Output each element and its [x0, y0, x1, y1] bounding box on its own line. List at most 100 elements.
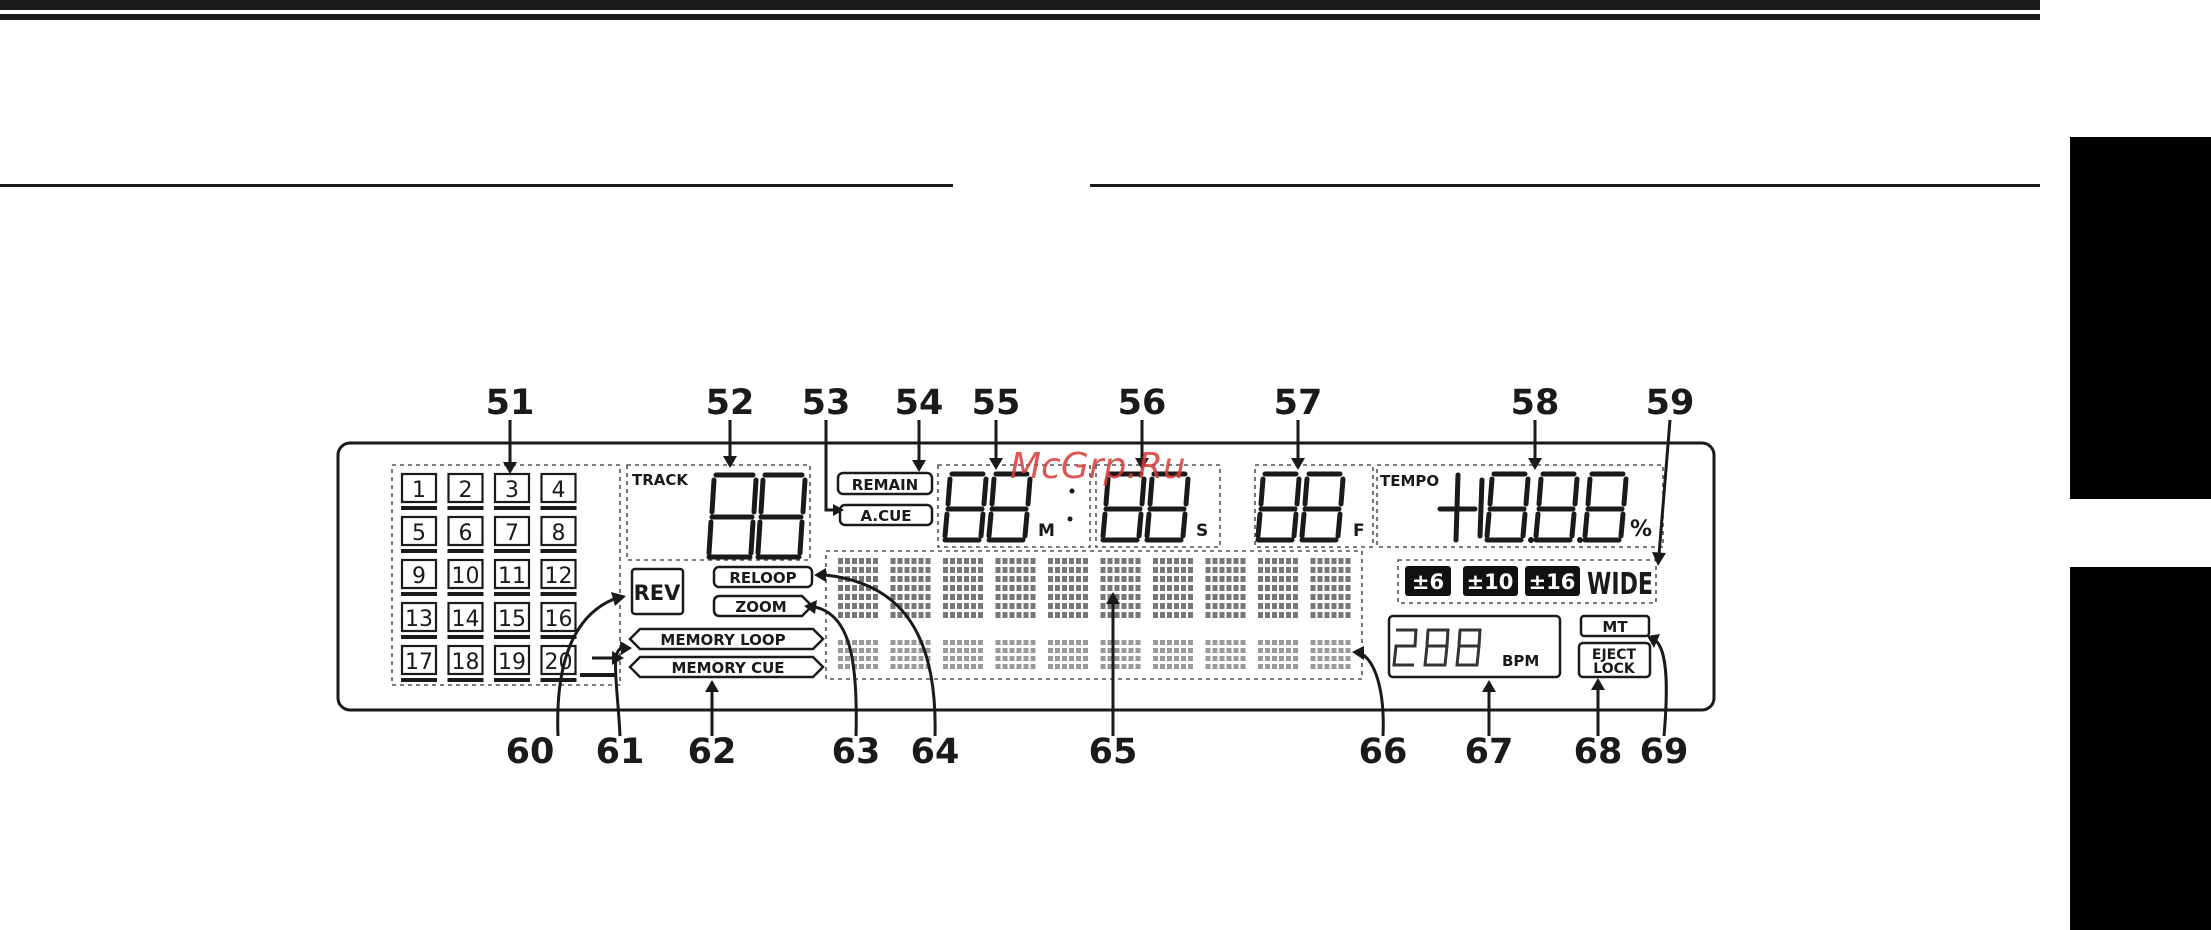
minutes-unit: M: [1038, 521, 1055, 541]
callout-67: 67: [1465, 732, 1514, 772]
track-number: 16: [545, 607, 573, 632]
range-16-label: ±16: [1529, 570, 1576, 594]
track-cell-underline: [448, 678, 484, 682]
dot-matrix-char: [1101, 558, 1141, 618]
top-rule-thin: [0, 14, 2040, 20]
waveform-cell: [1101, 640, 1141, 669]
track-number-grid: 1234567891011121314151617181920: [401, 474, 577, 682]
track-digits: [709, 475, 805, 557]
callout-58: 58: [1511, 383, 1560, 423]
track-number: 12: [545, 564, 573, 589]
track-number: 14: [452, 607, 480, 632]
track-number: 10: [452, 564, 480, 589]
wide-label: WIDE: [1587, 567, 1653, 602]
track-number: 1: [412, 478, 426, 503]
memory-loop-label: MEMORY LOOP: [660, 631, 785, 649]
range-10-label: ±10: [1467, 570, 1514, 594]
dot-matrix-char: [891, 558, 931, 618]
track-number: 4: [552, 478, 566, 503]
side-tab-upper: [2070, 137, 2211, 499]
track-number: 19: [498, 650, 526, 675]
callout-60: 60: [506, 732, 555, 772]
track-label: TRACK: [632, 471, 689, 489]
waveform-cell: [838, 640, 878, 669]
track-number: 8: [552, 521, 566, 546]
tempo-digits: [1440, 474, 1626, 543]
callout-53: 53: [802, 383, 851, 423]
track-number: 15: [498, 607, 526, 632]
track-cell-underline: [448, 506, 484, 510]
reloop-label: RELOOP: [729, 569, 796, 587]
callout-57: 57: [1274, 383, 1323, 423]
callout-61: 61: [596, 732, 645, 772]
track-number: 7: [505, 521, 519, 546]
rev-label: REV: [634, 581, 682, 605]
dot-matrix-char: [1206, 558, 1246, 618]
callout-69: 69: [1640, 732, 1689, 772]
track-cell-underline: [401, 678, 437, 682]
seconds-unit: S: [1196, 521, 1208, 541]
waveform-cell: [1258, 640, 1298, 669]
section-rule-right: [1090, 184, 2040, 187]
track-cell-underline: [401, 592, 437, 596]
callout-68: 68: [1574, 732, 1623, 772]
track-number: 11: [498, 564, 526, 589]
track-cell-underline: [494, 592, 530, 596]
track-cell-underline: [401, 635, 437, 639]
memory-cue-label: MEMORY CUE: [671, 659, 784, 677]
dot-matrix-display: [838, 558, 1351, 669]
track-number: 2: [459, 478, 473, 503]
waveform-cell: [943, 640, 983, 669]
dot-matrix-char: [1048, 558, 1088, 618]
mt-label: MT: [1602, 618, 1628, 636]
track-number: 5: [412, 521, 426, 546]
track-number: 9: [412, 564, 426, 589]
dot-matrix-char: [943, 558, 983, 618]
colon-dot-lower: [1068, 517, 1073, 522]
track-cell-underline: [401, 549, 437, 553]
track-number: 6: [459, 521, 473, 546]
track-cell-underline: [448, 549, 484, 553]
remain-label: REMAIN: [852, 476, 918, 494]
colon-dot-upper: [1070, 489, 1075, 494]
track-cell-underline: [448, 635, 484, 639]
callout-55: 55: [972, 383, 1021, 423]
top-rule: [0, 0, 2040, 10]
track-number: 17: [405, 650, 433, 675]
range-6-label: ±6: [1412, 570, 1444, 594]
track-cell-underline: [401, 506, 437, 510]
track-cell-underline: [541, 549, 577, 553]
frames-digits: [1258, 474, 1343, 540]
track-cell-underline: [541, 506, 577, 510]
dot-matrix-char: [996, 558, 1036, 618]
waveform-cell: [1311, 640, 1351, 669]
waveform-cell: [1206, 640, 1246, 669]
acue-label: A.CUE: [860, 507, 911, 525]
callout-62: 62: [688, 732, 737, 772]
section-rule-left: [0, 184, 953, 187]
track-cell-underline: [448, 592, 484, 596]
callout-52: 52: [706, 383, 755, 423]
frames-unit: F: [1353, 521, 1365, 541]
callout-51: 51: [486, 383, 535, 423]
track-cell-underline: [494, 635, 530, 639]
side-tab-lower: [2070, 567, 2211, 930]
callout-66: 66: [1359, 732, 1408, 772]
callout-59: 59: [1646, 383, 1695, 423]
callout-63: 63: [832, 732, 881, 772]
waveform-cell: [996, 640, 1036, 669]
track-cell-underline: [541, 635, 577, 639]
percent-unit: %: [1630, 517, 1652, 542]
callout-64: 64: [911, 732, 960, 772]
track-cell-underline: [541, 678, 577, 682]
tempo-label: TEMPO: [1380, 472, 1439, 490]
dot-matrix-char: [1311, 558, 1351, 618]
zoom-label: ZOOM: [735, 598, 786, 616]
callout-56: 56: [1118, 383, 1167, 423]
track-cell-underline: [494, 506, 530, 510]
bpm-label: BPM: [1502, 652, 1539, 670]
dot-matrix-char: [1258, 558, 1298, 618]
waveform-cell: [1153, 640, 1193, 669]
callout-54: 54: [895, 383, 944, 423]
